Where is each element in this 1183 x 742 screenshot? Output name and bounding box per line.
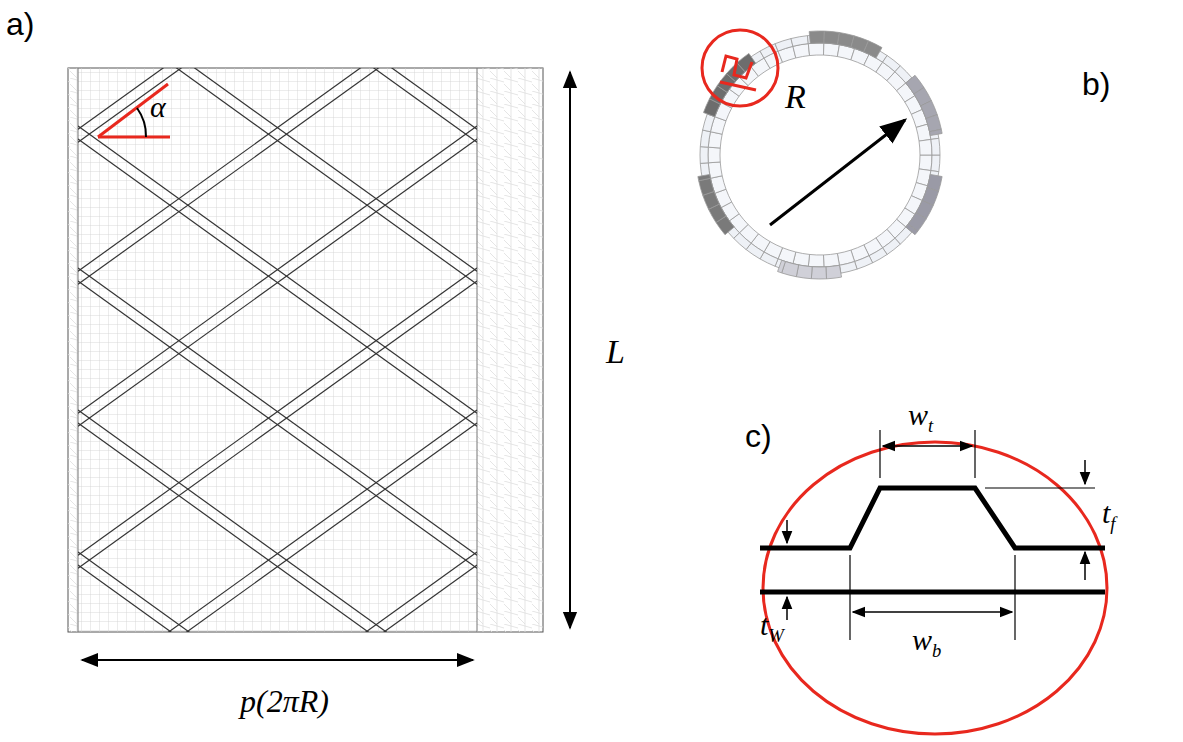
ring-segment: [826, 265, 842, 279]
panel-letter: a): [6, 8, 34, 40]
stiffener-line: [78, 565, 477, 632]
ring-segment: [931, 138, 940, 155]
dimension-label: wb: [912, 625, 941, 660]
stiffener-line: [78, 268, 477, 555]
stiffener-line: [78, 126, 477, 413]
stiffener-line: [78, 552, 477, 632]
ring-segment: [824, 31, 839, 44]
stiffener-line: [78, 139, 477, 426]
panel-letter: b): [1082, 68, 1110, 100]
ring-segment: [700, 147, 708, 164]
ring-segment: [919, 155, 932, 171]
stiffener-line: [78, 565, 477, 632]
ring-segment: [811, 267, 826, 279]
ring-segment: [699, 178, 714, 195]
dimension-label: p(2πR): [240, 685, 329, 717]
ring-segment: [703, 114, 715, 132]
ring-segment: [906, 224, 918, 235]
dimension-label: tf: [1102, 498, 1116, 533]
ring-segment: [778, 260, 786, 273]
ring-segment: [698, 174, 711, 180]
ring-segment: [919, 139, 932, 155]
stiffener-line: [78, 139, 477, 426]
ring-segment: [809, 31, 824, 43]
ring-segment: [855, 256, 873, 269]
stiffener-line: [78, 410, 477, 632]
ring-segment: [823, 253, 839, 266]
dimension-label: tW: [760, 610, 784, 645]
ring-segment: [823, 43, 839, 56]
stiffener-line: [78, 68, 477, 142]
ring-segment: [808, 254, 824, 267]
ring-segment: [708, 147, 720, 163]
stiffener-line: [78, 126, 477, 413]
dimension-label: R: [785, 80, 806, 114]
stiffener-line: [78, 423, 477, 632]
ring-segment: [700, 130, 710, 147]
angle-symbol: α: [150, 92, 166, 122]
ring-segment: [775, 39, 793, 52]
stiffener-line: [78, 68, 477, 284]
stiffener-line: [78, 68, 477, 142]
stiffener-line: [78, 552, 477, 632]
stiffener-line: [78, 268, 477, 555]
ring-segment: [791, 36, 808, 47]
stiffener-line: [78, 423, 477, 632]
ring-segment: [808, 43, 824, 56]
stiffener-line: [78, 281, 477, 568]
ring-segment: [796, 265, 812, 279]
ring-segment: [839, 262, 857, 274]
ring-segment: [926, 115, 941, 132]
dimension-label: wt: [908, 400, 933, 435]
stiffener-line: [78, 410, 477, 632]
ring-segment: [930, 129, 943, 135]
stiffener-line: [78, 68, 477, 284]
panel-letter: c): [745, 420, 772, 452]
ring-segment: [931, 155, 940, 172]
dimension-label: L: [606, 335, 625, 369]
stiffener-line: [78, 281, 477, 568]
ring-segment: [864, 41, 882, 58]
